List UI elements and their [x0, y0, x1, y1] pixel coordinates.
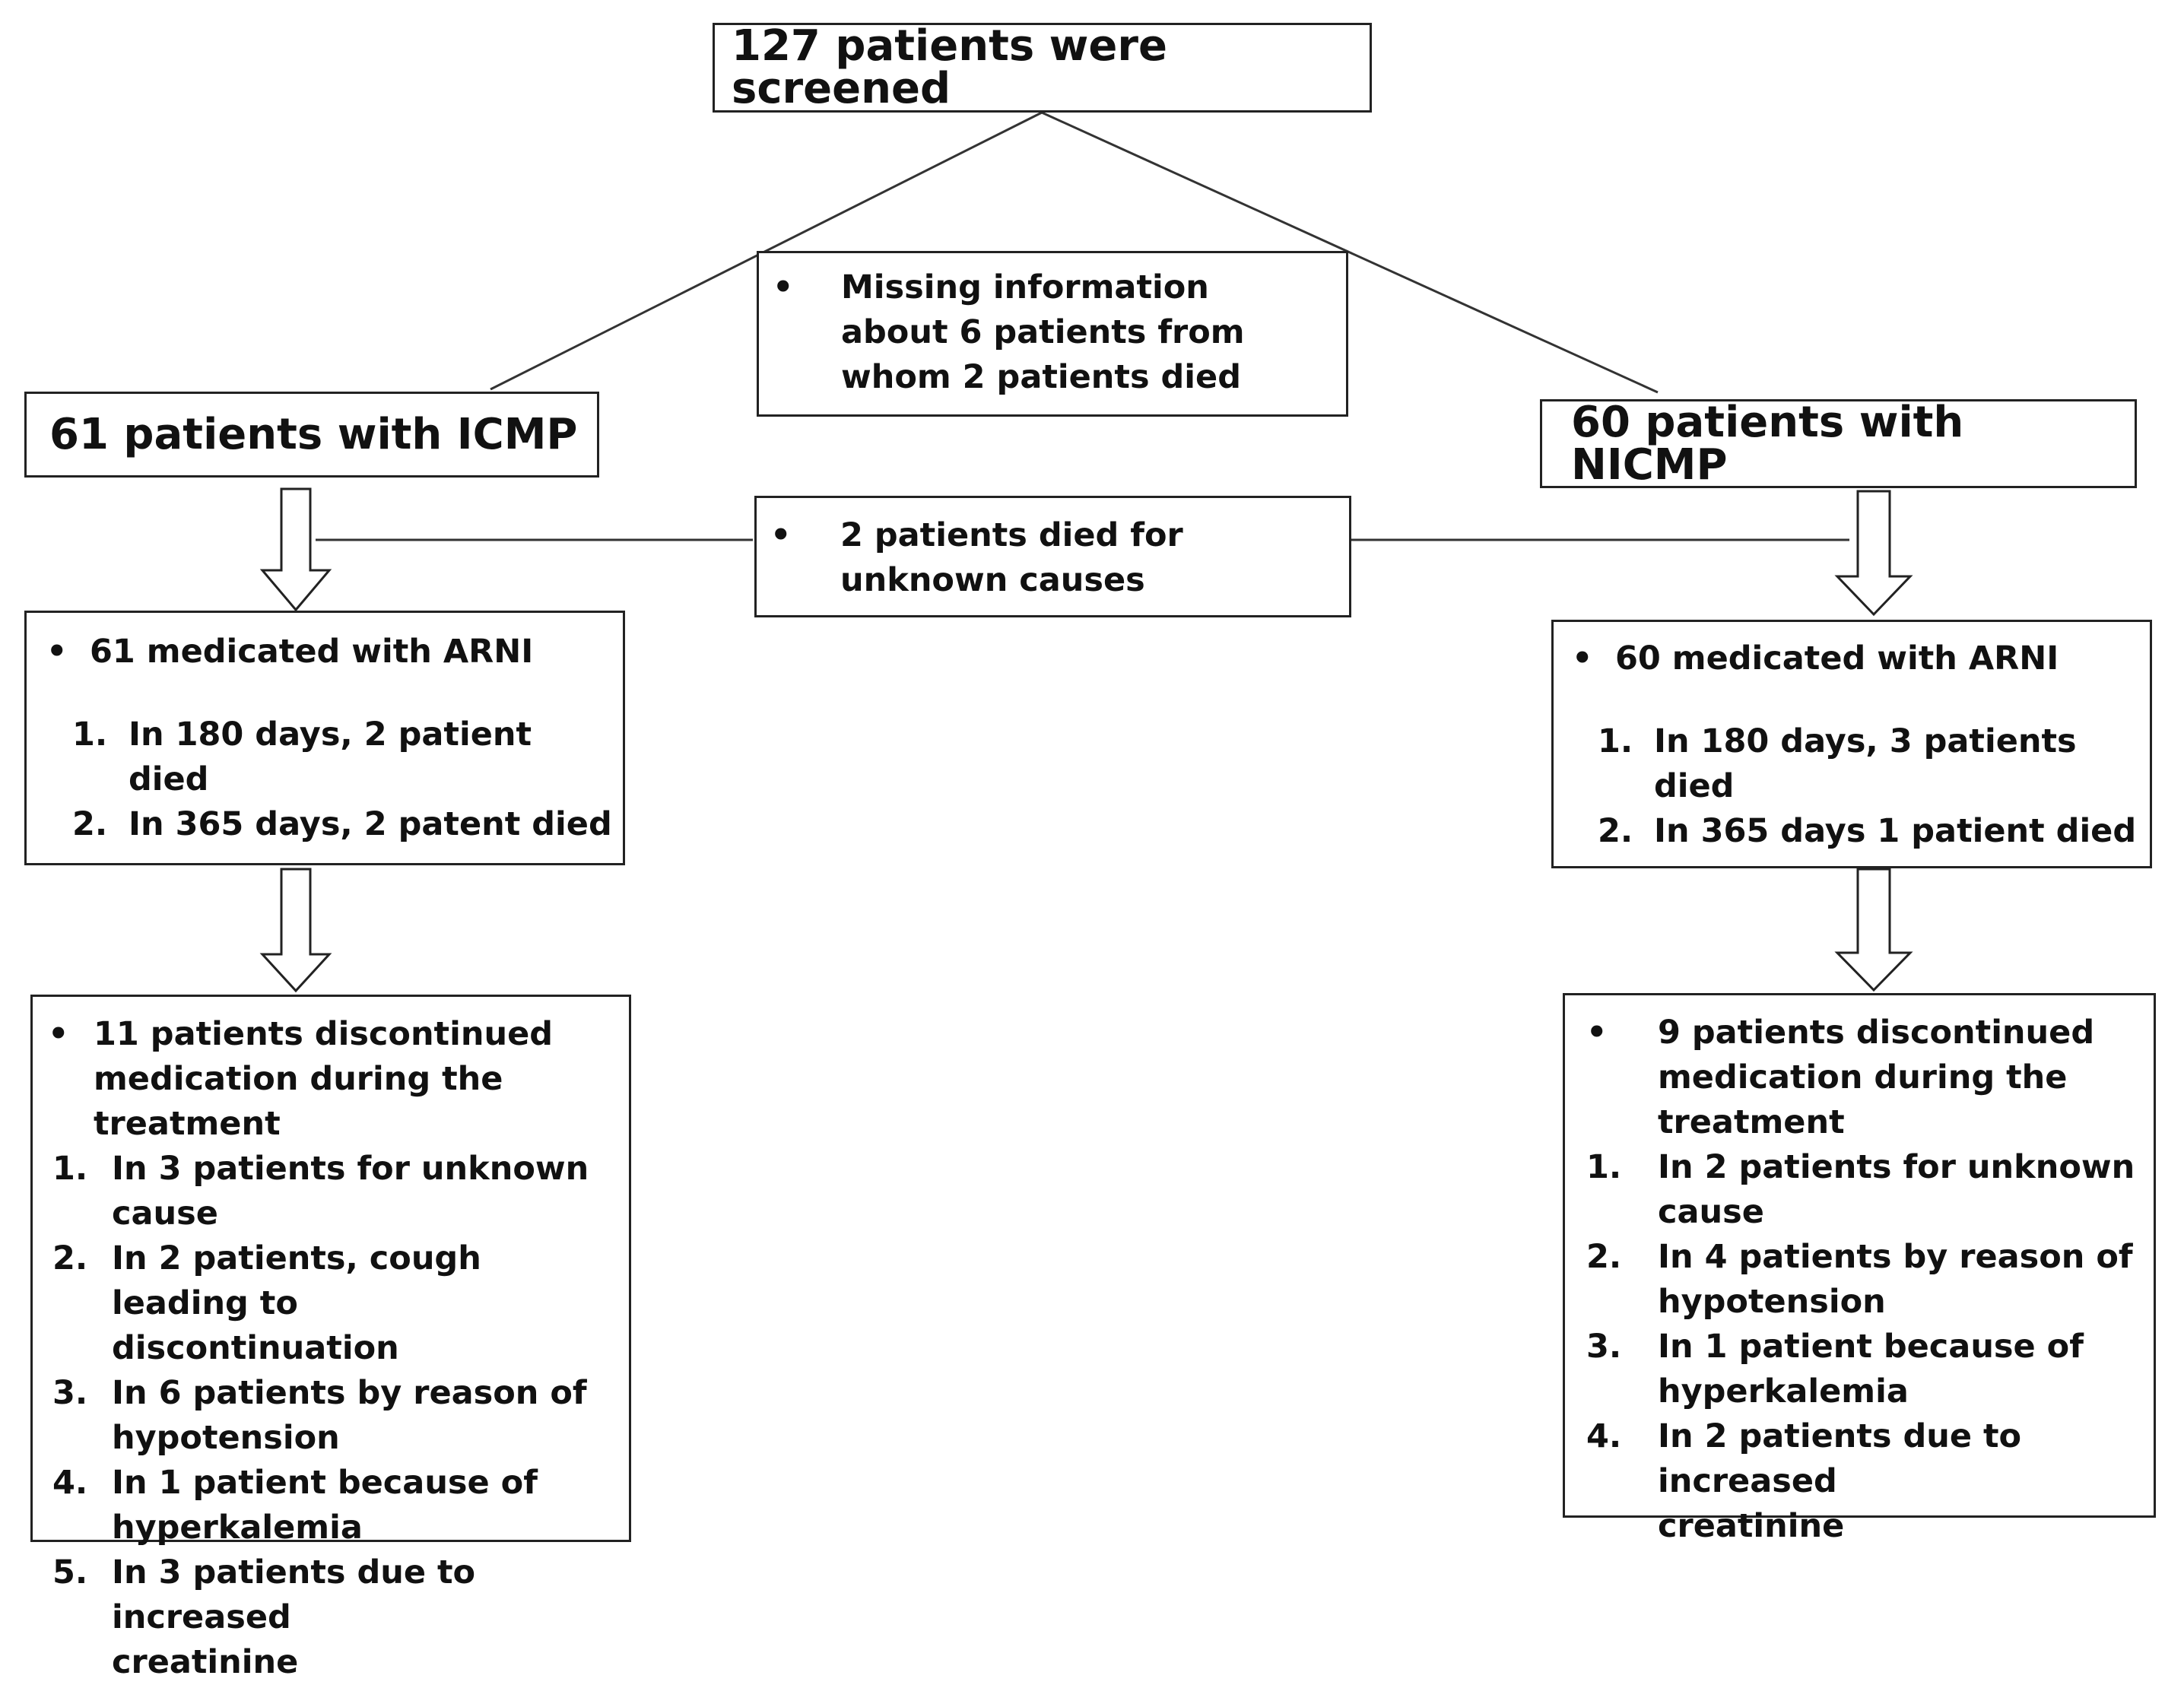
list-line: In 2 patients due to increased — [1658, 1417, 2022, 1500]
nicmp-arni-header: 60 medicated with ARNI — [1615, 639, 2059, 677]
icmp-arni-box: • 61 medicated with ARNI 1. In 180 days,… — [24, 611, 625, 865]
list-item: 5. In 3 patients due to increased creati… — [48, 1550, 629, 1685]
header-line: medication during the — [1658, 1058, 2068, 1096]
header-line: treatment — [94, 1105, 281, 1143]
arrow-nicmp-to-arni — [1834, 490, 1913, 617]
list-line: creatinine — [1658, 1507, 1845, 1545]
list-line: In 3 patients due to increased — [112, 1553, 476, 1636]
arrow-nicmp-arni-to-disc — [1834, 868, 1913, 992]
header-line: 11 patients discontinued — [94, 1015, 554, 1053]
list-line: In 2 patients for unknown — [1658, 1148, 2135, 1186]
icmp-discontinued-box: • 11 patients discontinued medication du… — [30, 995, 631, 1681]
list-marker: 3. — [52, 1374, 88, 1412]
list-line: hypotension — [1658, 1283, 1886, 1321]
list-marker: 4. — [1586, 1417, 1622, 1455]
list-marker: 2. — [72, 805, 108, 843]
missing-line-2: about 6 patients from — [841, 313, 1245, 351]
list-line: In 3 patients for unknown cause — [112, 1150, 589, 1233]
nicmp-title: 60 patients with NICMP — [1571, 397, 1964, 490]
list-line: discontinuation — [112, 1329, 399, 1367]
bullet: • — [48, 1015, 69, 1053]
list-item: 3. In 6 patients by reason of hypotensio… — [48, 1371, 629, 1461]
nicmp-box: 60 patients with NICMP — [1540, 399, 2137, 488]
list-item: 2. In 365 days, 2 patent died — [46, 802, 623, 847]
missing-line-3: whom 2 patients died — [841, 358, 1241, 396]
unknown-causes-box: • 2 patients died for unknown causes — [754, 496, 1351, 617]
list-line: hypotension — [112, 1419, 340, 1457]
list-marker: 1. — [1598, 722, 1633, 760]
arrow-icmp-arni-to-disc — [259, 868, 332, 993]
list-text: In 180 days, 2 patient died — [129, 716, 532, 798]
bullet: • — [46, 633, 68, 671]
list-line: cause — [1658, 1193, 1764, 1231]
list-marker: 1. — [72, 716, 108, 754]
unknown-line-1: 2 patients died for — [840, 516, 1183, 554]
list-item: 1. In 2 patients for unknown cause — [1586, 1145, 2154, 1235]
nicmp-arni-box: • 60 medicated with ARNI 1. In 180 days,… — [1551, 620, 2152, 868]
list-item: 1. In 180 days, 3 patients died — [1572, 719, 2150, 809]
list-line: hyperkalemia — [112, 1509, 363, 1547]
list-line: creatinine — [112, 1643, 299, 1681]
list-marker: 1. — [1586, 1148, 1622, 1186]
list-item: 2. In 365 days 1 patient died — [1572, 809, 2150, 854]
list-line: In 6 patients by reason of — [112, 1374, 587, 1412]
list-marker: 2. — [1586, 1238, 1622, 1276]
list-line: In 4 patients by reason of — [1658, 1238, 2133, 1276]
list-item: 1. In 3 patients for unknown cause — [48, 1147, 629, 1236]
header-line: treatment — [1658, 1103, 1845, 1141]
list-item: 1. In 180 days, 2 patient died — [46, 712, 623, 802]
list-marker: 2. — [1598, 812, 1633, 850]
list-line: In 1 patient because of — [112, 1464, 538, 1502]
list-line: In 2 patients, cough leading to — [112, 1239, 481, 1322]
list-line: hyperkalemia — [1658, 1372, 1909, 1411]
nicmp-discontinued-box: • 9 patients discontinued medication dur… — [1563, 993, 2156, 1545]
list-text: In 180 days, 3 patients died — [1654, 722, 2077, 805]
arrow-icmp-to-arni — [259, 487, 332, 612]
missing-line-1: Missing information — [841, 268, 1209, 306]
screened-text: 127 patients were screened — [732, 21, 1167, 113]
list-item: 2. In 4 patients by reason of hypotensio… — [1586, 1235, 2154, 1325]
split-line-right — [1041, 111, 1659, 394]
list-marker: 4. — [52, 1464, 88, 1502]
bullet: • — [1572, 639, 1593, 677]
header-line: medication during the — [94, 1060, 503, 1098]
list-marker: 1. — [52, 1150, 88, 1188]
list-item: 4. In 2 patients due to increased creati… — [1586, 1414, 2154, 1549]
bullet: • — [770, 516, 792, 554]
list-marker: 3. — [1586, 1328, 1622, 1366]
list-marker: 2. — [52, 1239, 88, 1277]
list-item: 4. In 1 patient because of hyperkalemia — [48, 1461, 629, 1550]
list-item: 2. In 2 patients, cough leading to disco… — [48, 1236, 629, 1371]
missing-info-box: • Missing information about 6 patients f… — [757, 251, 1348, 417]
list-line: In 1 patient because of — [1658, 1328, 2084, 1366]
list-text: In 365 days, 2 patent died — [129, 805, 612, 843]
bullet: • — [773, 268, 794, 306]
unknown-line-2: unknown causes — [840, 561, 1145, 599]
icmp-box: 61 patients with ICMP — [24, 392, 599, 478]
flow-connectors — [259, 111, 1913, 993]
screened-box: 127 patients were screened — [713, 23, 1372, 113]
list-text: In 365 days 1 patient died — [1654, 812, 2137, 850]
icmp-title: 61 patients with ICMP — [49, 409, 578, 459]
header-line: 9 patients discontinued — [1658, 1014, 2095, 1052]
list-marker: 5. — [52, 1553, 88, 1591]
icmp-arni-header: 61 medicated with ARNI — [90, 633, 534, 671]
bullet: • — [1586, 1014, 1608, 1052]
list-item: 3. In 1 patient because of hyperkalemia — [1586, 1325, 2154, 1414]
